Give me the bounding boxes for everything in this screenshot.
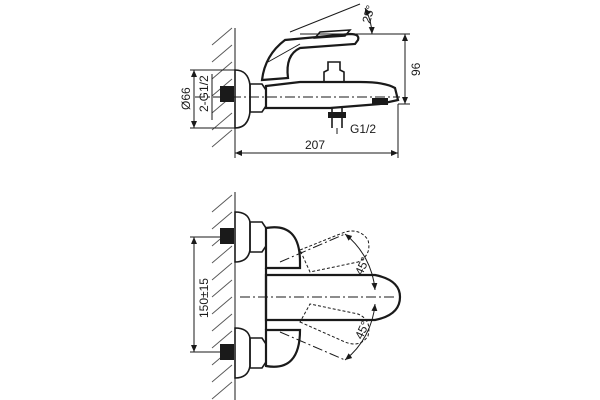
width-207-label: 207 bbox=[305, 138, 325, 152]
nut-lower bbox=[249, 337, 267, 369]
spacing-150-label: 150±15 bbox=[197, 278, 211, 318]
angle-upper-label: 45° bbox=[352, 255, 372, 278]
lever-handle-front bbox=[264, 273, 402, 322]
thread-g12-label: G1/2 bbox=[350, 122, 376, 136]
escutcheon-top bbox=[234, 69, 251, 129]
mixer-body-top bbox=[264, 80, 400, 110]
front-view: 45° 45° 150±15 bbox=[190, 192, 402, 400]
inlet-thread-top bbox=[220, 86, 234, 102]
thread-2g12-label: 2-G1/2 bbox=[197, 75, 211, 112]
angle-lower-label: 45° bbox=[352, 319, 372, 342]
height-96-label: 96 bbox=[409, 62, 423, 76]
spout-aerator bbox=[372, 98, 388, 105]
outlet-thread bbox=[328, 112, 346, 118]
angle-25-label: 25° bbox=[359, 3, 377, 24]
diameter-66-label: Ø66 bbox=[179, 87, 193, 110]
mixer-body-front bbox=[264, 226, 302, 270]
inlet-thread-lower bbox=[220, 344, 234, 360]
escutcheon-lower bbox=[234, 327, 251, 379]
nut-top bbox=[249, 83, 267, 113]
inlet-thread-upper bbox=[220, 228, 234, 244]
diverter-knob bbox=[323, 61, 345, 83]
lever-handle-top bbox=[260, 32, 360, 82]
wall-hatch-front bbox=[211, 192, 236, 400]
side-view: 25° 96 Ø66 2-G1/2 G1/2 207 bbox=[179, 3, 423, 158]
nut-upper bbox=[249, 221, 267, 253]
escutcheon-upper bbox=[234, 211, 251, 263]
